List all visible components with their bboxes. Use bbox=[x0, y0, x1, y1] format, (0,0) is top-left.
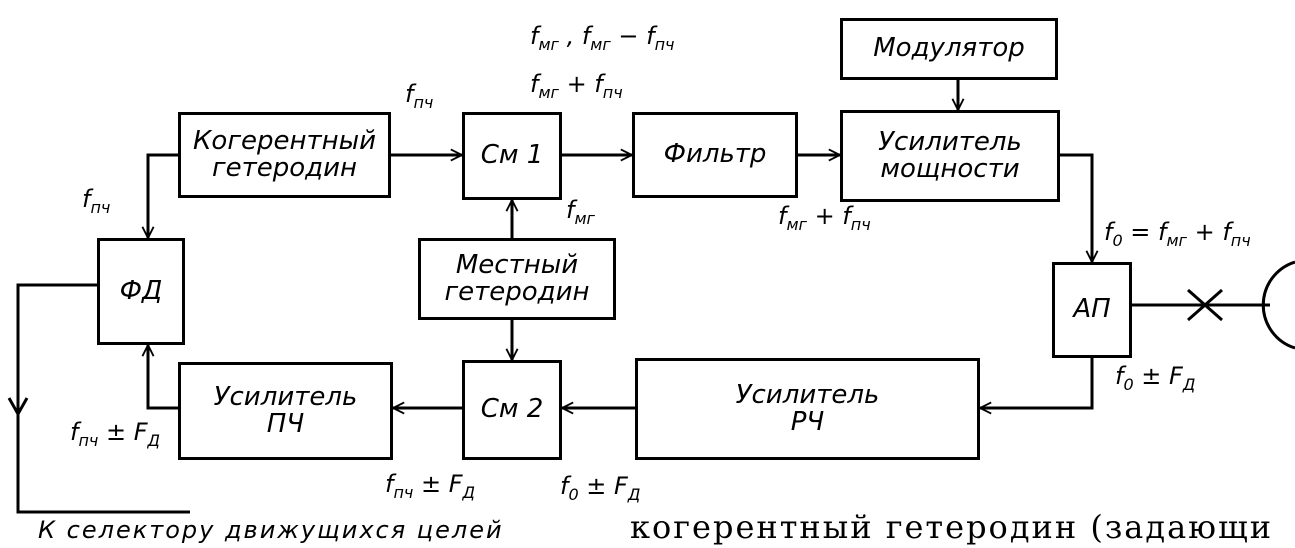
block-mixer-1: См 1 bbox=[462, 112, 562, 200]
link-poweramp-to-ap bbox=[1060, 153, 1092, 262]
antenna-icon bbox=[1261, 260, 1295, 350]
link-ap-to-rfamp bbox=[980, 358, 1094, 408]
power-amplifier-label: Усилитель мощности bbox=[878, 126, 1022, 184]
block-local-oscillator: Местный гетеродин bbox=[418, 238, 616, 320]
output-caption: К селектору движущихся целей bbox=[38, 516, 504, 544]
filter-label: Фильтр bbox=[663, 139, 767, 170]
local-oscillator-label: Местный гетеродин bbox=[444, 249, 590, 307]
link-fd-output bbox=[16, 283, 190, 514]
signal-label-f-mg-plus-if-filter: fмг + fпч bbox=[778, 202, 871, 234]
block-filter: Фильтр bbox=[632, 112, 798, 198]
body-text-fragment: когерентный гетеродин (задающи bbox=[630, 508, 1274, 546]
signal-label-f-if-top: fпч bbox=[405, 80, 434, 112]
signal-label-f-if-left: fпч bbox=[82, 185, 111, 217]
link-ifamp-to-fd bbox=[148, 345, 178, 410]
antenna-switch-label: АП bbox=[1073, 294, 1111, 325]
signal-label-f-if-pm-fd-bottom: fпч ± FД bbox=[385, 470, 476, 502]
block-power-amplifier: Усилитель мощности bbox=[840, 110, 1060, 202]
link-coherent-to-fd bbox=[148, 153, 178, 238]
block-modulator: Модулятор bbox=[840, 18, 1058, 80]
if-amplifier-label: Усилитель ПЧ bbox=[213, 381, 358, 439]
signal-label-f0-equation: f0 = fмг + fпч bbox=[1104, 218, 1251, 250]
phase-detector-label: ФД bbox=[119, 275, 163, 306]
signal-label-f0-pm-fd-ap: f0 ± FД bbox=[1115, 362, 1196, 394]
block-rf-amplifier: Усилитель РЧ bbox=[635, 358, 980, 460]
block-antenna-switch: АП bbox=[1052, 262, 1132, 358]
block-mixer-2: См 2 bbox=[462, 360, 562, 460]
coherent-oscillator-label: Когерентный гетеродин bbox=[192, 125, 377, 183]
modulator-label: Модулятор bbox=[873, 33, 1025, 64]
rf-amplifier-label: Усилитель РЧ bbox=[735, 379, 880, 437]
signal-label-f-mg-list: fмг , fмг − fпч bbox=[530, 22, 675, 54]
signal-label-f-mg-plus-if-top: fмг + fпч bbox=[530, 70, 623, 102]
signal-label-f-if-pm-fd-left: fпч ± FД bbox=[70, 418, 161, 450]
signal-label-f0-pm-fd-bottom: f0 ± FД bbox=[560, 472, 641, 504]
signal-label-f-mg-local: fмг bbox=[566, 196, 595, 228]
output-arrowhead bbox=[7, 397, 29, 418]
mixer-1-label: См 1 bbox=[480, 140, 544, 171]
mixer-2-label: См 2 bbox=[480, 394, 544, 425]
block-coherent-oscillator: Когерентный гетеродин bbox=[178, 112, 391, 198]
antenna-cross-2 bbox=[1187, 288, 1223, 322]
block-phase-detector: ФД bbox=[97, 238, 185, 345]
block-if-amplifier: Усилитель ПЧ bbox=[178, 362, 393, 460]
